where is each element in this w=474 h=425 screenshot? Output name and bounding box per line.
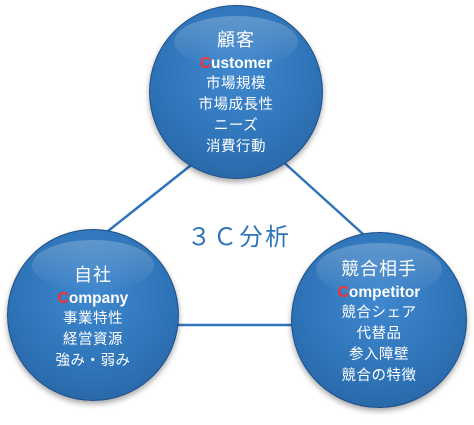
customer-circle: 顧客 Customer 市場規模 市場成長性 ニーズ 消費行動: [149, 5, 323, 179]
company-english-label: Company: [58, 289, 129, 309]
company-item: 経営資源: [63, 332, 123, 348]
customer-item: 市場成長性: [198, 97, 274, 113]
competitor-title: 競合相手: [341, 259, 417, 280]
competitor-item: 参入障壁: [349, 347, 409, 363]
company-english-rest: ompany: [68, 290, 129, 307]
company-item: 強み・弱み: [55, 353, 131, 369]
competitor-english-label: Competitor: [338, 283, 421, 303]
competitor-circle: 競合相手 Competitor 競合シェア 代替品 参入障壁 競合の特徴: [291, 232, 467, 408]
competitor-english-rest: ompetitor: [348, 284, 421, 301]
company-initial: C: [57, 290, 69, 307]
customer-title: 顧客: [217, 30, 255, 51]
diagram-title: ３Ｃ分析: [187, 223, 291, 251]
customer-english-rest: ustomer: [211, 55, 273, 72]
customer-english-label: Customer: [200, 54, 272, 74]
customer-item: ニーズ: [213, 118, 259, 134]
link-customer-competitor: [278, 157, 375, 245]
company-circle: 自社 Company 事業特性 経営資源 強み・弱み: [7, 229, 179, 401]
competitor-item: 代替品: [356, 326, 402, 342]
company-title: 自社: [74, 265, 112, 286]
link-customer-company: [97, 157, 201, 240]
competitor-item: 競合シェア: [341, 305, 417, 321]
company-item: 事業特性: [63, 311, 123, 327]
customer-initial: C: [199, 55, 212, 72]
customer-item: 消費行動: [206, 139, 266, 155]
competitor-item: 競合の特徴: [341, 368, 417, 384]
competitor-initial: C: [337, 284, 349, 301]
customer-item: 市場規模: [206, 76, 266, 92]
